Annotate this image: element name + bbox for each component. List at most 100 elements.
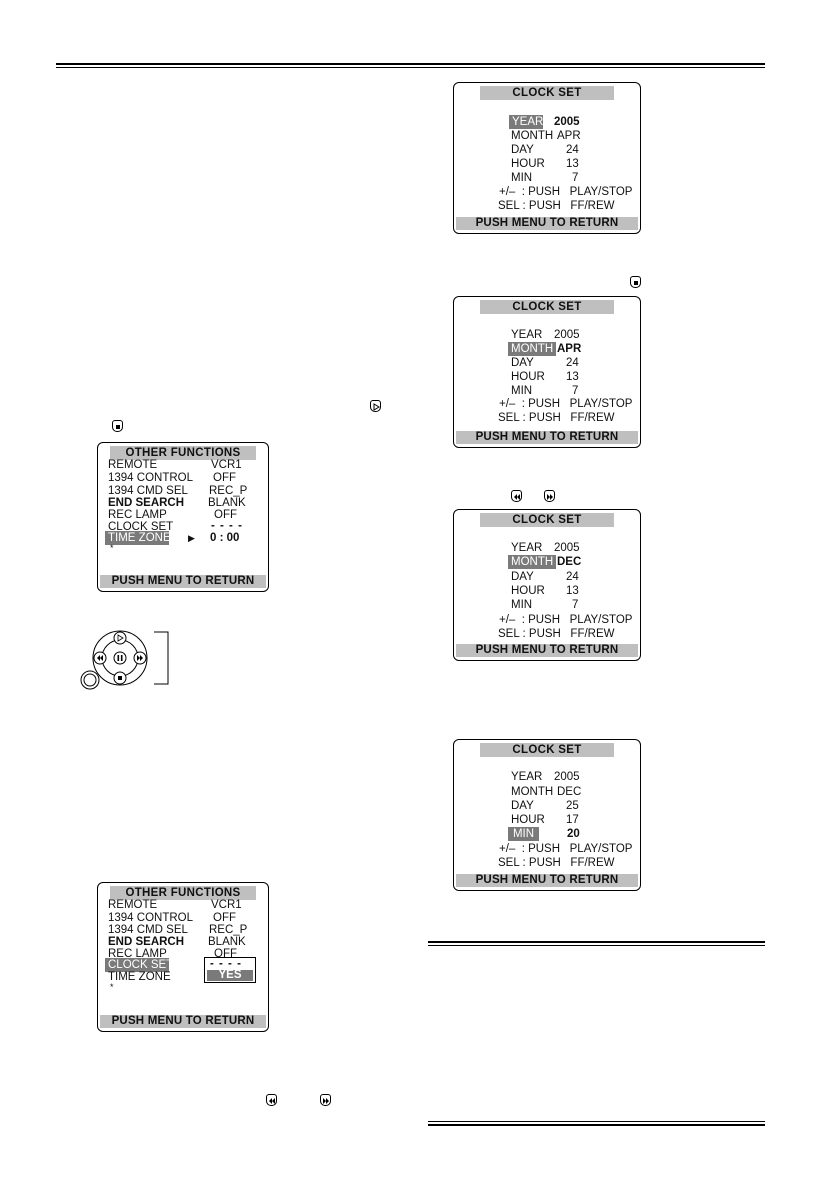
- asterisk-note: *: [110, 982, 114, 992]
- note-box-bottom-rule-thick: [428, 1124, 765, 1126]
- clock-value-hour: 13: [566, 158, 579, 170]
- menu-row-end-search: END SEARCH: [108, 936, 185, 948]
- clock-set-screen-3: CLOCK SET YEAR 2005 MONTH DEC DAY 24 HOU…: [453, 509, 641, 661]
- screen-title: CLOCK SET: [480, 743, 614, 757]
- menu-row-end-search: END SEARCH: [108, 497, 185, 509]
- help-line-select: SEL : PUSH FF/REW: [498, 857, 615, 869]
- menu-button-icon: [80, 670, 100, 690]
- clock-value-day: 24: [566, 571, 579, 583]
- menu-row-1394-control: 1394 CONTROL: [108, 912, 194, 924]
- menu-value-1394-cmd-sel: REC_P: [209, 924, 248, 936]
- clock-value-month: DEC: [557, 786, 582, 798]
- clock-label-hour: HOUR: [511, 371, 545, 383]
- clock-set-screen-2: CLOCK SET YEAR 2005 MONTH APR DAY 24 HOU…: [453, 296, 641, 448]
- play-button-icon: [113, 631, 127, 645]
- clock-label-min-selected: MIN: [508, 827, 539, 841]
- note-box-top-rule-thin: [428, 945, 765, 946]
- play-button-icon: [370, 400, 381, 412]
- screen-title: OTHER FUNCTIONS: [110, 446, 256, 460]
- menu-row-remote: REMOTE: [108, 899, 158, 911]
- popup-yes-button: YES: [207, 969, 253, 981]
- time-zone-arrow-icon: ▶: [188, 533, 195, 543]
- other-functions-screen-2: OTHER FUNCTIONS REMOTE VCR1 1394 CONTROL…: [97, 882, 269, 1032]
- clock-label-year: YEAR: [511, 771, 543, 783]
- menu-row-time-zone-selected: TIME ZONE: [105, 531, 171, 545]
- menu-row-clock-set-selected: CLOCK SET: [105, 958, 173, 972]
- clock-value-month: APR: [557, 130, 581, 142]
- clock-value-hour: 13: [566, 371, 579, 383]
- menu-value-end-search: BLANK: [208, 936, 246, 948]
- clock-value-hour: 13: [566, 585, 579, 597]
- clock-value-hour: 17: [566, 814, 579, 826]
- clock-label-month: MONTH: [511, 130, 554, 142]
- screen-footer: PUSH MENU TO RETURN: [456, 431, 638, 444]
- menu-value-time-zone: 0 : 00: [210, 532, 240, 544]
- clock-label-hour: HOUR: [511, 158, 545, 170]
- clock-label-month: MONTH: [511, 786, 554, 798]
- dial-outer-ring-icon: [92, 630, 148, 686]
- menu-row-1394-cmd-sel: 1394 CMD SEL: [108, 485, 188, 497]
- menu-value-1394-control: OFF: [213, 472, 236, 484]
- clock-value-day: 25: [566, 800, 579, 812]
- screen-footer: PUSH MENU TO RETURN: [456, 644, 638, 657]
- menu-value-remote: VCR1: [211, 459, 242, 471]
- clock-value-min: 20: [567, 828, 580, 840]
- clock-value-day: 24: [566, 144, 579, 156]
- menu-value-clock-set: - - - -: [211, 520, 243, 532]
- clock-value-month: APR: [557, 343, 582, 355]
- clock-label-year-selected: YEAR: [509, 115, 543, 129]
- other-functions-screen-1: OTHER FUNCTIONS REMOTE VCR1 1394 CONTROL…: [97, 442, 269, 592]
- clock-value-min: 7: [572, 599, 579, 611]
- help-line-select: SEL : PUSH FF/REW: [498, 628, 615, 640]
- screen-footer: PUSH MENU TO RETURN: [100, 1015, 266, 1028]
- popup-dashes: - - - -: [210, 958, 242, 970]
- clock-label-hour: HOUR: [511, 585, 545, 597]
- clock-value-min: 7: [572, 385, 579, 397]
- note-box-top-rule-thick: [428, 941, 765, 943]
- clock-label-day: DAY: [511, 357, 534, 369]
- clock-set-screen-4: CLOCK SET YEAR 2005 MONTH DEC DAY 25 HOU…: [453, 739, 641, 891]
- stop-button-icon: [112, 420, 123, 432]
- help-line-plus-minus: +/– : PUSH PLAY/STOP: [499, 614, 633, 626]
- note-box-bottom-rule-thin: [428, 1121, 765, 1122]
- screen-title: CLOCK SET: [480, 513, 614, 527]
- screen-title: CLOCK SET: [480, 300, 614, 314]
- rewind-button-icon: [266, 1094, 277, 1106]
- menu-value-end-search: BLANK: [208, 497, 246, 509]
- help-line-plus-minus: +/– : PUSH PLAY/STOP: [499, 398, 633, 410]
- screen-footer: PUSH MENU TO RETURN: [456, 217, 638, 230]
- menu-row-time-zone: TIME ZONE: [108, 971, 171, 983]
- pause-button-icon: [113, 651, 127, 665]
- screen-title: CLOCK SET: [480, 86, 614, 100]
- top-rule-thin: [56, 67, 765, 68]
- menu-row-clock-set: CLOCK SET: [108, 521, 174, 533]
- clock-label-min: MIN: [511, 599, 533, 611]
- rewind-button-icon: [511, 490, 522, 502]
- clock-value-day: 24: [566, 357, 579, 369]
- clock-label-min: MIN: [511, 385, 533, 397]
- menu-value-remote: VCR1: [211, 899, 242, 911]
- clock-label-year: YEAR: [511, 329, 543, 341]
- menu-value-1394-cmd-sel: REC_P: [209, 485, 248, 497]
- clock-label-hour: HOUR: [511, 814, 545, 826]
- clock-label-year: YEAR: [511, 542, 543, 554]
- help-line-select: SEL : PUSH FF/REW: [498, 412, 615, 424]
- clock-label-month-selected: MONTH: [508, 342, 557, 356]
- stop-button-icon: [630, 276, 641, 288]
- clock-set-screen-1: CLOCK SET YEAR 2005 MONTH APR DAY 24 HOU…: [453, 82, 641, 234]
- asterisk-note: *: [110, 543, 114, 553]
- clock-value-month: DEC: [557, 556, 582, 568]
- menu-row-1394-cmd-sel: 1394 CMD SEL: [108, 924, 188, 936]
- clock-label-day: DAY: [511, 800, 534, 812]
- menu-value-rec-lamp: OFF: [214, 509, 237, 521]
- clock-value-year: 2005: [554, 542, 580, 554]
- clock-label-day: DAY: [511, 144, 534, 156]
- clock-label-min: MIN: [511, 172, 533, 184]
- clock-set-popup: - - - - YES: [204, 957, 256, 983]
- menu-row-rec-lamp: REC LAMP: [108, 509, 167, 521]
- menu-row-remote: REMOTE: [108, 459, 158, 471]
- help-line-select: SEL : PUSH FF/REW: [498, 200, 615, 212]
- fast-forward-button-icon: [320, 1094, 331, 1106]
- clock-value-year: 2005: [554, 329, 580, 341]
- clock-label-day: DAY: [511, 571, 534, 583]
